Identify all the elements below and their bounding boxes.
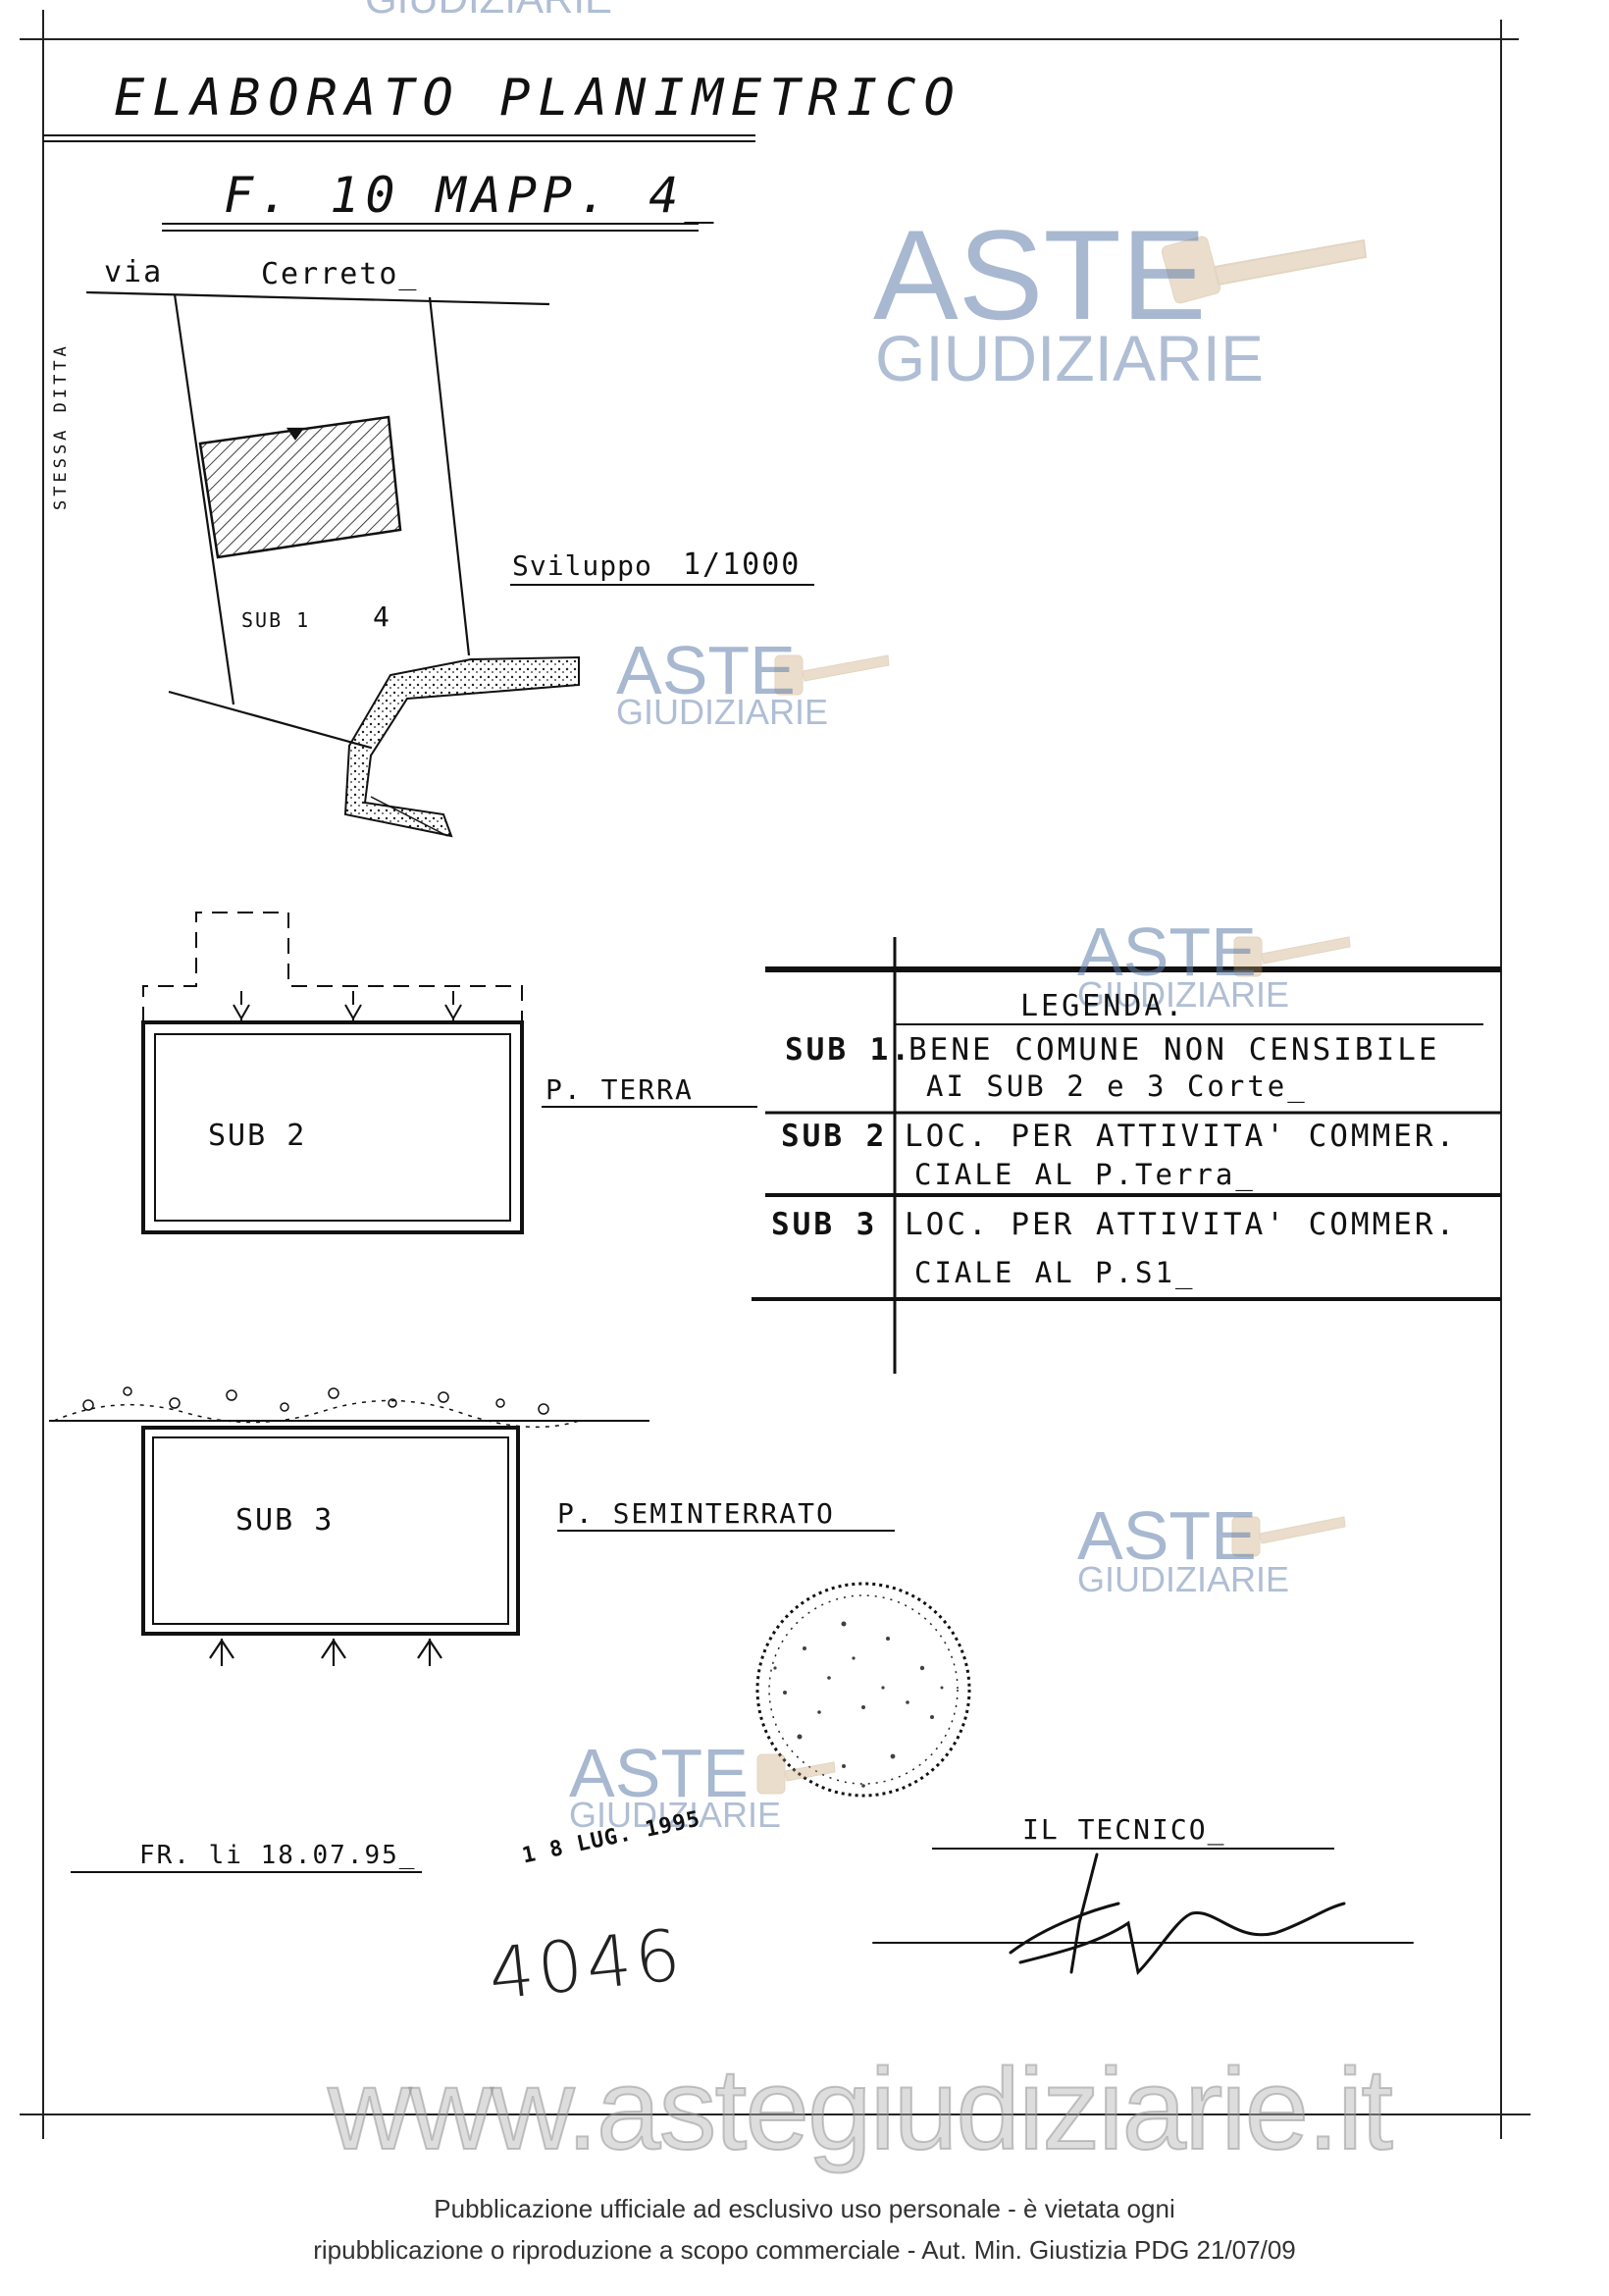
legend-sub-code: SUB 2 — [781, 1119, 888, 1154]
publication-notice-line2: ripubblicazione o riproduzione a scopo c… — [313, 2235, 1296, 2265]
legend-sub-code: SUB 3 — [771, 1207, 878, 1242]
title-underlines — [43, 134, 755, 232]
watermark-top-cut: GIUDIZIARIE — [365, 0, 612, 20]
basement-label: P. SEMINTERRATO — [557, 1497, 835, 1530]
technician-signature — [872, 1852, 1414, 1976]
drawing-title: ELABORATO PLANIMETRICO — [114, 69, 962, 128]
place-date: FR. li 18.07.95_ — [139, 1841, 417, 1870]
watermark-brand: ASTE — [1077, 1497, 1257, 1574]
street-name: Cerreto_ — [261, 257, 419, 291]
watermark-brand-sub: GIUDIZIARIE — [1077, 974, 1290, 1015]
watermark-brand: ASTE — [1077, 913, 1257, 990]
sheet-frame — [20, 10, 1531, 2139]
watermark-brand-sub: GIUDIZIARIE — [569, 1795, 782, 1835]
official-stamp — [755, 1582, 971, 1798]
scale-label: Sviluppo — [512, 549, 652, 582]
sub1-map-label: SUB 1 — [241, 608, 311, 632]
watermark-brand-sub: GIUDIZIARIE — [1077, 1559, 1290, 1599]
legend-grid — [752, 937, 1501, 1374]
ground-floor-label: P. TERRA — [545, 1073, 694, 1106]
drawing-subtitle: F. 10 MAPP. 4_ — [224, 167, 720, 224]
watermark-brand-sub: GIUDIZIARIE — [875, 322, 1265, 394]
scale-value: 1/1000 — [683, 548, 802, 582]
ground-floor-unit: SUB 2 — [208, 1119, 307, 1153]
street-prefix: via — [104, 255, 164, 289]
side-label: STESSA DITTA — [51, 342, 71, 510]
publication-notice-line1: Pubblicazione ufficiale ad esclusivo uso… — [434, 2194, 1175, 2223]
watermark-brand-sub: GIUDIZIARIE — [616, 692, 829, 732]
legend-sub-code: SUB 1. — [785, 1032, 912, 1068]
watermark-brand: ASTE — [569, 1735, 749, 1811]
legend-description: CIALE AL P.Terra_ — [914, 1158, 1256, 1191]
legend-title: LEGENDA. — [1020, 989, 1186, 1023]
legend-description: AI SUB 2 e 3 Corte_ — [926, 1070, 1308, 1103]
basement-unit: SUB 3 — [235, 1503, 335, 1538]
basement-plan — [49, 1386, 649, 1666]
legend-description: BENE COMUNE NON CENSIBILE — [908, 1032, 1440, 1068]
watermark-url: www.astegiudiziarie.it — [327, 2044, 1394, 2175]
legend-description: LOC. PER ATTIVITA' COMMER. — [905, 1207, 1458, 1242]
technician-label: IL TECNICO_ — [1022, 1813, 1226, 1846]
legend-description: LOC. PER ATTIVITA' COMMER. — [905, 1119, 1458, 1154]
watermark-brand: ASTE — [616, 632, 796, 708]
parcel-number: 4 — [373, 600, 391, 633]
site-plan — [85, 290, 580, 838]
legend-description: CIALE AL P.S1_ — [914, 1256, 1196, 1289]
ground-floor-plan — [141, 912, 524, 1234]
gavel-icon — [756, 235, 1368, 1795]
watermark-brand: ASTE — [873, 203, 1207, 346]
